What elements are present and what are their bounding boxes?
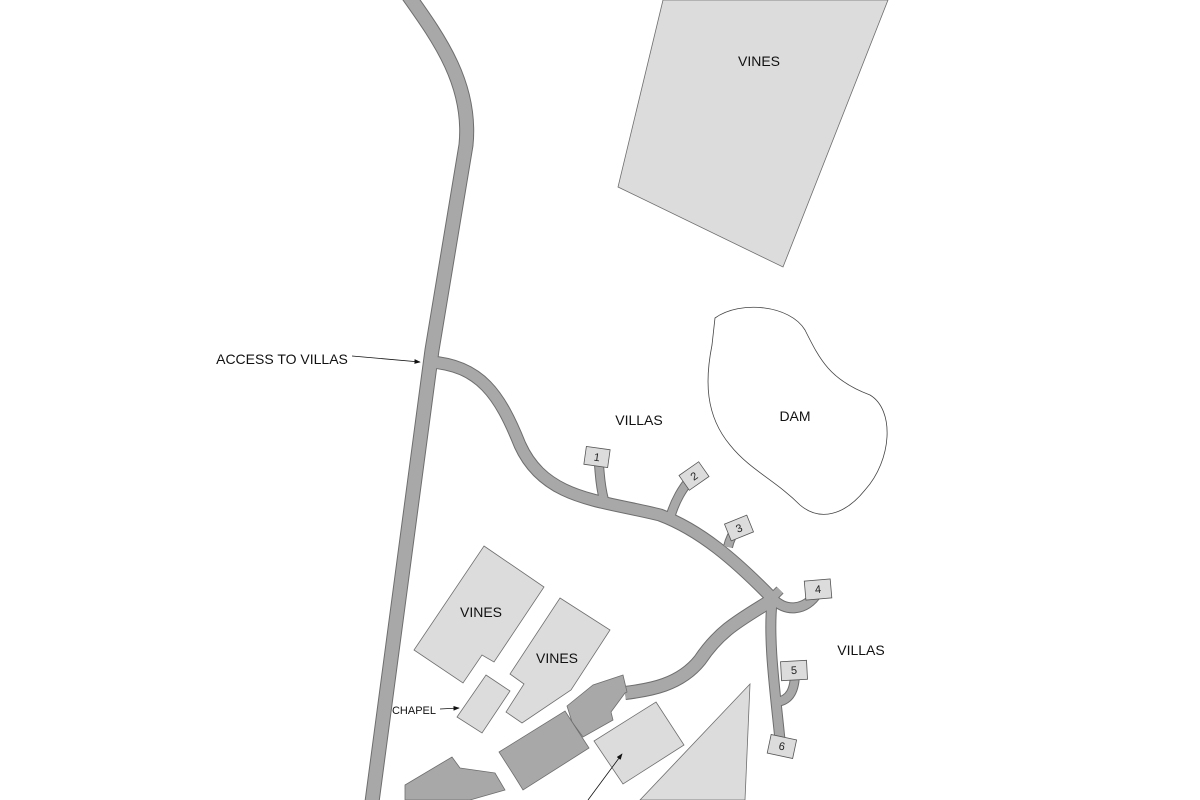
road-segment (595, 464, 608, 502)
villa-4[interactable]: 4 (815, 584, 822, 596)
vines-top-label: VINES (738, 53, 780, 69)
building (498, 710, 590, 791)
vines-right-label: VINES (536, 650, 578, 666)
vines-left-label: VINES (460, 604, 502, 620)
road-segment (429, 356, 776, 602)
building (566, 674, 628, 738)
villa-markers: 1 2 3 4 5 6 (583, 445, 833, 759)
roads (364, 0, 823, 800)
villa-5[interactable]: 5 (791, 665, 798, 677)
villa-1[interactable]: 1 (593, 452, 601, 465)
access-label: ACCESS TO VILLAS (216, 351, 348, 367)
field-triangle (639, 682, 751, 800)
road-segment (769, 587, 783, 601)
dam-label: DAM (779, 408, 810, 424)
access-arrow (351, 355, 421, 364)
chapel-arrow (439, 705, 460, 711)
buildings (404, 674, 628, 800)
villas-north-label: VILLAS (615, 412, 662, 428)
villa-2[interactable]: 2 (689, 470, 701, 483)
dam-outline (707, 306, 888, 515)
vines-top-field (617, 0, 889, 268)
vines-left-field (413, 545, 545, 684)
road-segment (766, 601, 785, 741)
field-south (593, 701, 685, 785)
road-segment (624, 594, 776, 699)
vines-right-field (505, 597, 611, 724)
road-segment (365, 0, 474, 800)
field-arrow (587, 753, 623, 800)
villa-6[interactable]: 6 (778, 740, 786, 753)
chapel-building (456, 674, 511, 734)
building (404, 756, 506, 800)
villa-3[interactable]: 3 (734, 522, 744, 535)
chapel-label: CHAPEL (392, 705, 436, 717)
villas-east-label: VILLAS (837, 642, 884, 658)
